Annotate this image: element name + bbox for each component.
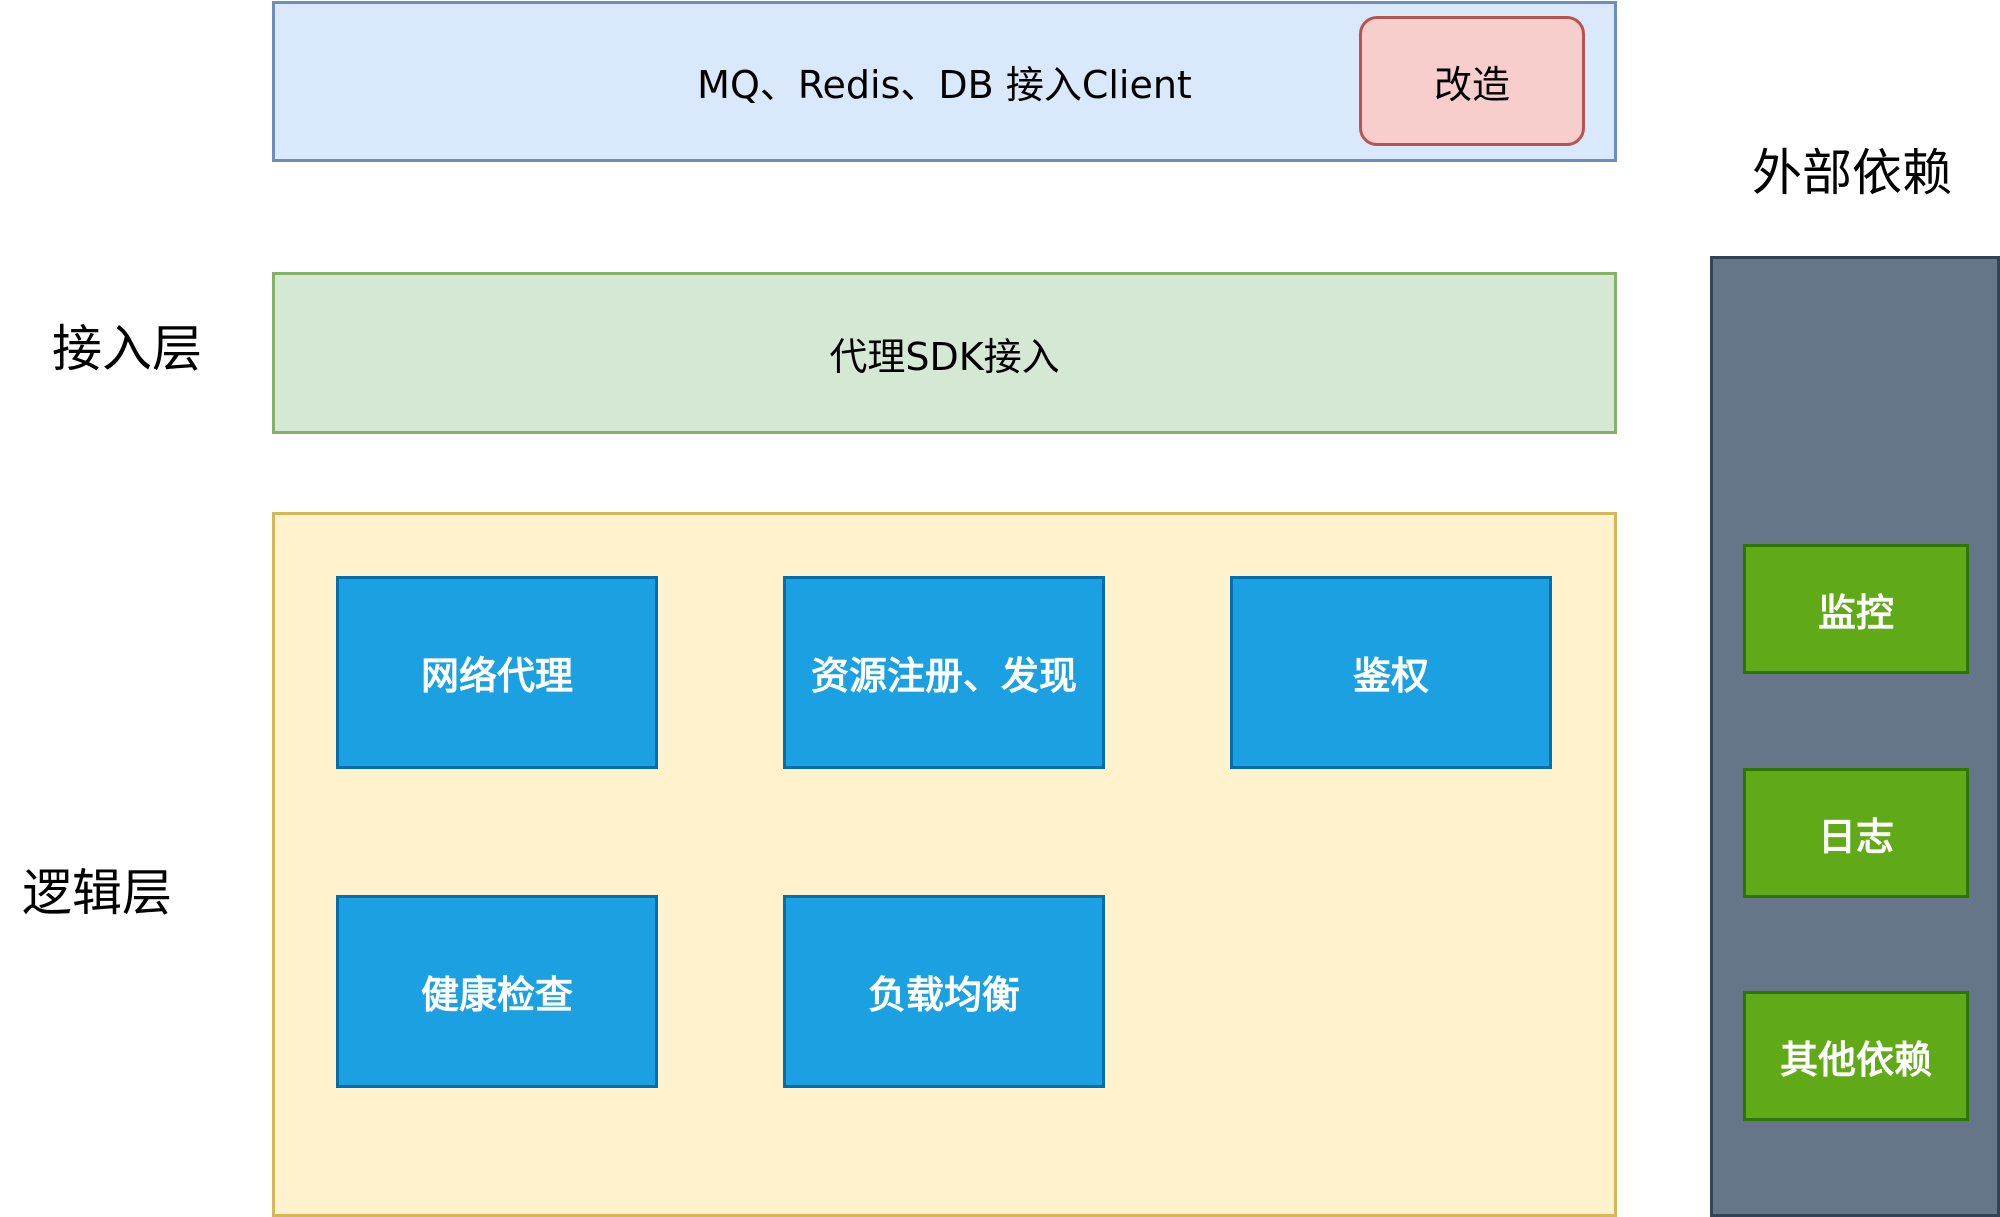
module-resource-registry: 资源注册、发现 xyxy=(783,576,1105,769)
modify-badge: 改造 xyxy=(1359,16,1585,146)
logic-layer-label: 逻辑层 xyxy=(22,864,172,922)
sdk-access-layer: 代理SDK接入 xyxy=(272,272,1617,434)
external-deps-label: 外部依赖 xyxy=(1752,144,1952,202)
dep-other: 其他依赖 xyxy=(1743,991,1969,1121)
access-layer-label: 接入层 xyxy=(52,320,202,378)
module-network-proxy: 网络代理 xyxy=(336,576,658,769)
dep-logging: 日志 xyxy=(1743,768,1969,898)
module-health-check: 健康检查 xyxy=(336,895,658,1088)
module-load-balance: 负载均衡 xyxy=(783,895,1105,1088)
client-layer-label: MQ、Redis、DB 接入Client xyxy=(697,63,1192,107)
dep-monitoring: 监控 xyxy=(1743,544,1969,674)
module-auth: 鉴权 xyxy=(1230,576,1552,769)
